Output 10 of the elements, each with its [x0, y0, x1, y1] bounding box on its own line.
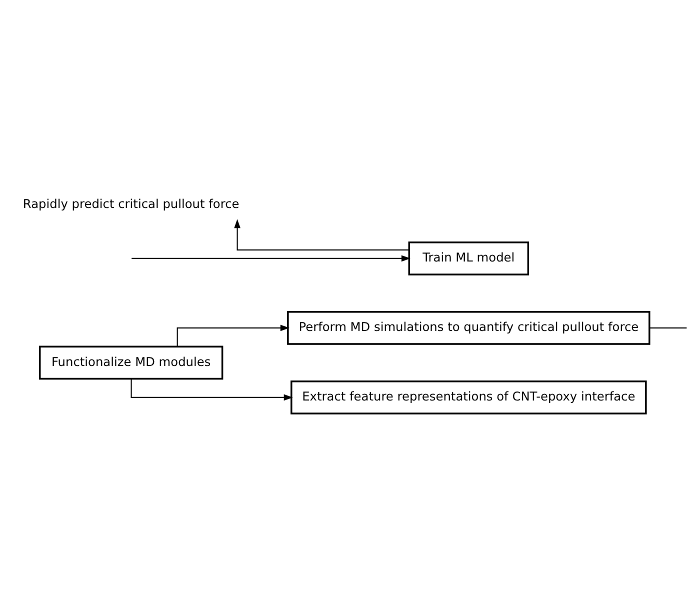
arrow	[132, 254, 410, 262]
arrow	[130, 378, 293, 400]
node-box: Functionalize MD modules	[38, 345, 224, 380]
node-box: Train ML model	[408, 240, 530, 275]
node-text: Rapidly predict critical pullout force	[22, 196, 240, 210]
connector	[650, 326, 687, 328]
node-box: Extract feature representations of CNT-epoxy interface	[290, 380, 647, 414]
arrow	[176, 324, 290, 346]
arrow	[234, 218, 410, 250]
node-box: Perform MD simulations to quantify critical pullout force	[287, 310, 650, 344]
